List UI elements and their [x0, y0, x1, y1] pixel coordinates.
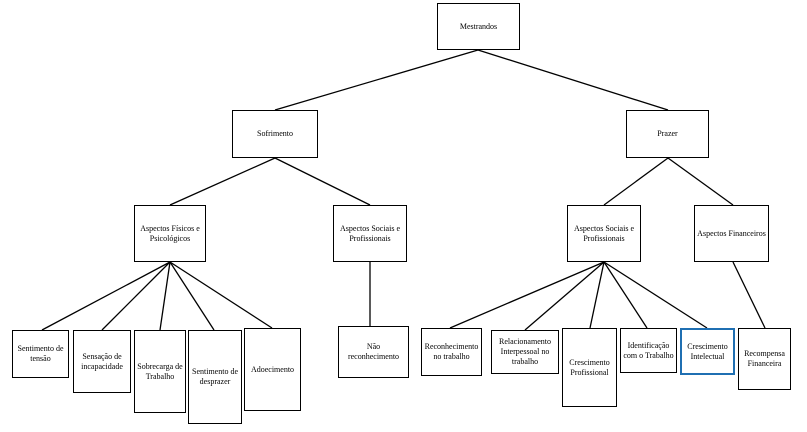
- edge-sociais-reconhecimento: [449, 261, 605, 329]
- node-label: Sobrecarga de Trabalho: [137, 361, 183, 381]
- leaf-crescimento-profissional: Crescimento Profissional: [562, 328, 617, 407]
- node-label: Relacionamento Interpessoal no trabalho: [499, 337, 551, 366]
- edge-fisicos-sobrecarga: [159, 261, 171, 331]
- edge-root-sofrimento: [274, 49, 479, 111]
- leaf-crescimento-intelectual: Crescimento Intelectual: [680, 328, 735, 375]
- node-label: Adoecimento: [250, 364, 295, 374]
- node-aspectos-financeiros: Aspectos Financeiros: [694, 205, 769, 262]
- node-aspectos-sociais-prazer: Aspectos Sociais e Profissionais: [567, 205, 641, 262]
- node-label: Crescimento Profissional: [569, 357, 610, 377]
- node-label: Sentimento de tensão: [17, 344, 64, 363]
- node-mestrandos: Mestrandos: [437, 3, 520, 50]
- node-label: Sentimento de desprazer: [192, 367, 238, 386]
- leaf-identificacao-trabalho: Identificação com o Trabalho: [620, 328, 677, 373]
- edge-financeiros-recompensa: [732, 261, 766, 329]
- edge-sociais-crescintel: [603, 261, 708, 329]
- edge-fisicos-tensao: [41, 261, 171, 331]
- edge-fisicos-adoecimento: [169, 261, 273, 329]
- edge-sociais-relacionamento: [524, 261, 605, 331]
- leaf-relacionamento-interpessoal: Relacionamento Interpessoal no trabalho: [491, 330, 559, 374]
- node-label: Não reconhecimento: [347, 342, 400, 361]
- edge-prazer-financeiros: [667, 157, 734, 206]
- edge-sociais-crescprof: [589, 261, 605, 329]
- node-label: Reconhecimento no trabalho: [424, 342, 479, 361]
- node-label: Prazer: [657, 129, 678, 138]
- leaf-sensacao-incapacidade: Sensação de incapacidade: [73, 330, 131, 393]
- leaf-recompensa-financeira: Recompensa Financeira: [738, 328, 791, 390]
- node-label: Aspectos Financeiros: [697, 228, 766, 238]
- node-label: Crescimento Intelectual: [687, 341, 728, 361]
- edge-prazer-sociais: [603, 157, 669, 206]
- edge-sofrimento-sociais: [274, 157, 371, 206]
- edge-sociais-identificacao: [603, 261, 648, 329]
- node-sofrimento: Sofrimento: [232, 110, 318, 158]
- node-label: Sofrimento: [257, 129, 293, 138]
- node-prazer: Prazer: [626, 110, 709, 158]
- node-aspectos-fisicos: Aspectos Físicos e Psicológicos: [134, 205, 206, 262]
- leaf-adoecimento: Adoecimento: [244, 328, 301, 411]
- edge-fisicos-desprazer: [169, 261, 215, 331]
- node-label: Mestrandos: [459, 21, 498, 31]
- node-label: Aspectos Físicos e Psicológicos: [140, 223, 200, 243]
- edge-root-prazer: [477, 49, 669, 111]
- node-label: Recompensa Financeira: [744, 349, 785, 368]
- edge-sofrimento-fisicos: [169, 157, 276, 206]
- node-label: Aspectos Sociais e Profissionais: [340, 223, 400, 243]
- node-label: Aspectos Sociais e Profissionais: [574, 223, 634, 243]
- node-label: Sensação de incapacidade: [81, 351, 123, 371]
- leaf-sobrecarga-trabalho: Sobrecarga de Trabalho: [134, 330, 186, 413]
- leaf-reconhecimento-trabalho: Reconhecimento no trabalho: [421, 328, 482, 376]
- leaf-sentimento-tensao: Sentimento de tensão: [12, 330, 69, 378]
- leaf-sentimento-desprazer: Sentimento de desprazer: [188, 330, 242, 424]
- node-aspectos-sociais-sofrimento: Aspectos Sociais e Profissionais: [333, 205, 407, 262]
- edge-fisicos-incapacidade: [101, 261, 171, 331]
- node-label: Identificação com o Trabalho: [623, 340, 674, 360]
- leaf-nao-reconhecimento: Não reconhecimento: [338, 326, 409, 378]
